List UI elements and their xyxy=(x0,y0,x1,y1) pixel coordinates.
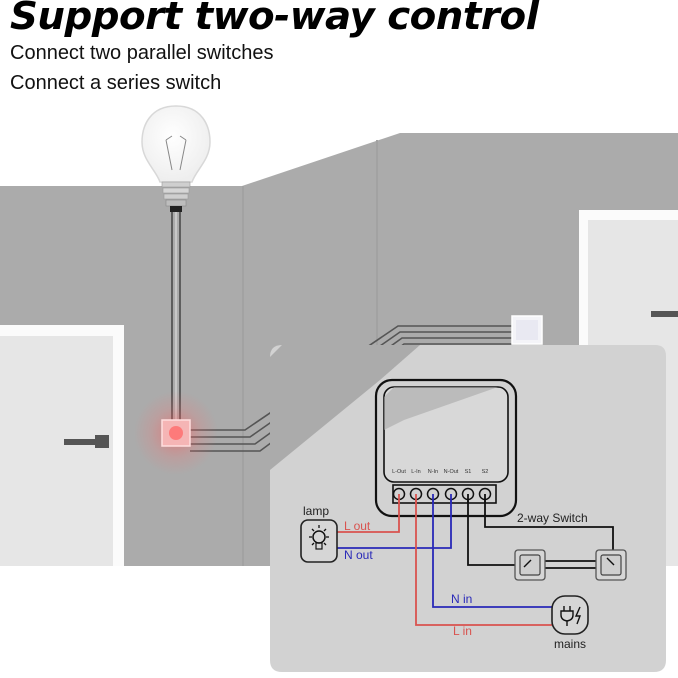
n-out-label: N out xyxy=(344,548,373,562)
l-in-wire xyxy=(415,500,552,626)
smart-module-box xyxy=(134,391,218,475)
light-bulb-icon xyxy=(141,105,211,212)
wall-switch xyxy=(511,315,543,345)
s1-wire xyxy=(467,500,520,566)
n-out-wire xyxy=(337,500,452,549)
terminal-label: S1 xyxy=(465,469,472,475)
terminal-label: L-Out xyxy=(392,469,406,475)
l-out-label: L out xyxy=(344,519,371,533)
ceiling-cable xyxy=(171,212,181,425)
lamp-label: lamp xyxy=(303,504,329,518)
mains-label: mains xyxy=(554,637,586,651)
page-title: Support two-way control xyxy=(10,0,539,38)
terminal-label: N-Out xyxy=(444,469,459,475)
switch-label: 2-way Switch xyxy=(517,511,588,525)
n-in-wire xyxy=(432,500,552,608)
door-handle xyxy=(651,311,678,317)
n-in-label: N in xyxy=(451,592,472,606)
terminal-label: N-In xyxy=(428,469,438,475)
mains-plug-icon xyxy=(551,595,589,635)
two-way-switch-a xyxy=(514,549,546,581)
terminal-label: L-In xyxy=(411,469,420,475)
lamp-icon xyxy=(300,519,338,563)
l-out-wire xyxy=(337,500,400,533)
subtitle-parallel: Connect two parallel switches xyxy=(10,42,274,64)
left-door xyxy=(0,325,124,567)
relay-module xyxy=(374,378,518,518)
door-handle xyxy=(64,439,96,445)
subtitle-series: Connect a series switch xyxy=(10,72,222,94)
terminal-label: S2 xyxy=(482,469,489,475)
s2-wire xyxy=(484,500,614,563)
l-in-label: L in xyxy=(453,624,472,638)
two-way-switch-b xyxy=(595,549,627,581)
